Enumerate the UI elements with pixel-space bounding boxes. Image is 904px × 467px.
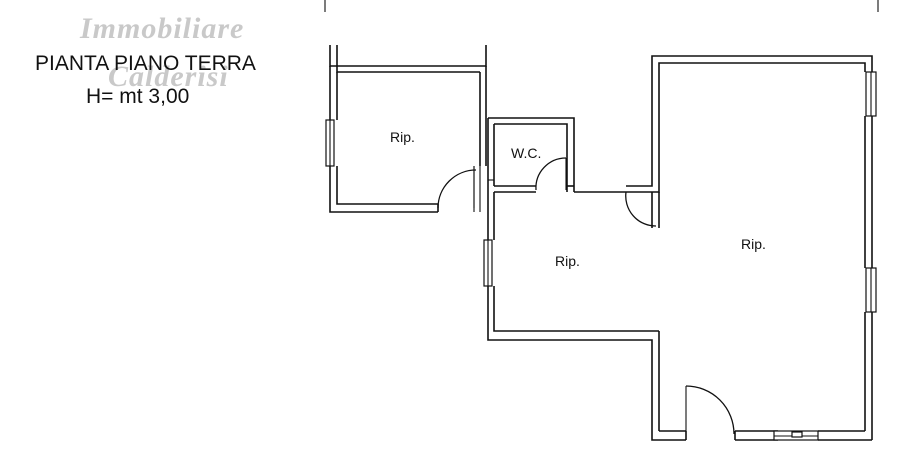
wc-door: [535, 157, 567, 191]
room-label-left-storage: Rip.: [390, 129, 415, 145]
top-wall-stubs: [324, 0, 879, 12]
large-room-window-lower: [865, 267, 877, 313]
large-room-window-upper: [865, 71, 877, 117]
room-label-central-storage: Rip.: [555, 253, 580, 269]
large-room-window-bottom: [773, 430, 819, 441]
watermark-line-1: Immobiliare: [79, 12, 244, 45]
central-room-window: [483, 239, 493, 287]
room-label-large-storage: Rip.: [741, 236, 766, 252]
plan-title: PIANTA PIANO TERRA: [35, 52, 256, 75]
large-room-entrance-door: [685, 385, 735, 435]
wc-walls: [487, 117, 575, 240]
left-room-window: [325, 119, 335, 167]
large-storage-room-walls: [626, 55, 873, 441]
plan-height: H= mt 3,00: [86, 85, 189, 108]
watermark-line-2: Calderisi: [108, 60, 229, 93]
room-label-wc: W.C.: [511, 145, 541, 161]
left-room-door: [437, 166, 477, 209]
central-storage-room-walls: [487, 185, 686, 441]
upper-corridor-walls: [329, 45, 487, 73]
large-room-inner-door: [625, 191, 657, 227]
